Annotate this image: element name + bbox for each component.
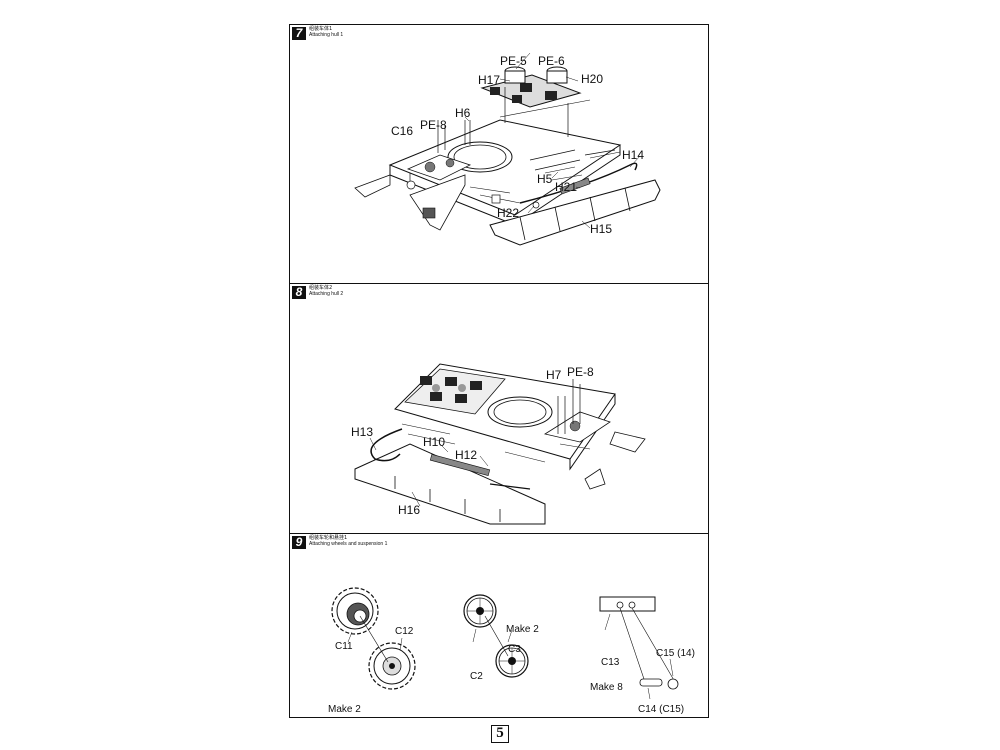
callout-c3: C3 [508, 644, 521, 655]
instruction-frame: 7 组装车体1 Attaching hull 1 [289, 24, 709, 718]
callout-pe-6: PE-6 [538, 54, 565, 68]
step-7-title-cn: 组装车体1 [309, 26, 333, 32]
callout-h6: H6 [455, 106, 471, 120]
callout-c14-c15: C14 (C15) [638, 704, 684, 715]
callout-h5: H5 [537, 172, 553, 186]
callout-make-8: Make 8 [590, 682, 623, 693]
sprocket-c12 [368, 642, 416, 690]
callout-h16: H16 [398, 503, 420, 517]
callout-make-2-sprocket: Make 2 [328, 704, 361, 715]
step-7-title-en: Attaching hull 1 [309, 32, 344, 38]
callout-pe-8: PE-8 [567, 365, 594, 379]
callout-h12: H12 [455, 448, 477, 462]
callout-h13: H13 [351, 425, 373, 439]
step-7-diagram: PE-5 PE-6 H17 H20 H6 PE-8 C16 H14 H5 H21… [354, 52, 661, 246]
callout-h17: H17 [478, 73, 500, 87]
callout-h14: H14 [622, 148, 644, 162]
step-7-panel: 7 组装车体1 Attaching hull 1 [290, 25, 708, 283]
page-number: 5 [491, 725, 509, 743]
callout-make-2-wheel: Make 2 [506, 624, 539, 635]
callout-c15-14: C15 (14) [656, 648, 695, 659]
callout-pe-8: PE-8 [420, 118, 447, 132]
step-8-number: 8 [292, 286, 306, 299]
sprocket-c11 [331, 587, 379, 635]
road-wheel-c2 [463, 594, 497, 628]
callout-h20: H20 [581, 72, 603, 86]
step-8-diagram: H7 PE-8 H13 H10 H12 H16 [351, 363, 646, 525]
step-7-number: 7 [292, 27, 306, 40]
step-9-title-en: Attaching wheels and suspension 1 [309, 541, 388, 547]
step-9-diagram: C11 C12 Make 2 Make 2 C2 C3 C13 C15 (14)… [328, 587, 695, 715]
callout-h10: H10 [423, 435, 445, 449]
step-9-number: 9 [292, 536, 306, 549]
callout-h21: H21 [555, 180, 577, 194]
callout-c13: C13 [601, 657, 620, 668]
callout-c11: C11 [335, 641, 353, 652]
step-8-title-cn: 组装车体2 [309, 285, 333, 291]
step-9-panel: 9 组装车轮和悬挂1 Attaching wheels and suspensi… [290, 533, 708, 718]
callout-c16: C16 [391, 124, 413, 138]
callout-h15: H15 [590, 222, 612, 236]
callout-c12: C12 [395, 626, 414, 637]
step-9-title-cn: 组装车轮和悬挂1 [309, 535, 348, 541]
suspension-arm-c13 [599, 596, 679, 690]
callout-h7: H7 [546, 368, 562, 382]
step-8-panel: 8 组装车体2 Attaching hull 2 [290, 283, 708, 533]
callout-pe-5: PE-5 [500, 54, 527, 68]
callout-c2: C2 [470, 671, 483, 682]
step-8-title-en: Attaching hull 2 [309, 291, 344, 297]
road-wheel-c3 [495, 644, 529, 678]
callout-h22: H22 [497, 206, 519, 220]
